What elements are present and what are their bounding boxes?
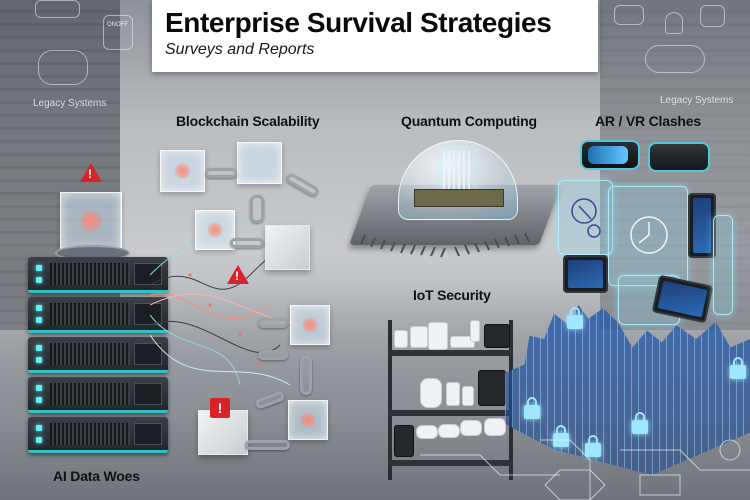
lock-icon — [730, 357, 746, 379]
chain-link-icon — [300, 355, 312, 395]
wifi-router-icon — [450, 336, 475, 348]
lock-icon — [585, 435, 601, 457]
blockchain-block-icon — [160, 150, 205, 192]
security-camera-icon — [438, 424, 460, 438]
iot-hub-icon — [410, 326, 428, 348]
ar-vr-clashes-label: AR / VR Clashes — [595, 113, 701, 129]
network-graph-icon — [571, 198, 601, 238]
warning-icon: ! — [227, 265, 249, 284]
legacy-device-outline-icon — [35, 0, 80, 18]
smart-speaker-icon — [420, 378, 442, 408]
hologram-network-panel — [558, 180, 613, 255]
hologram-clock-panel — [608, 186, 688, 286]
iot-sensor-icon — [462, 386, 474, 406]
ai-glass-cube-icon — [60, 192, 122, 250]
tablet-device-icon — [563, 255, 608, 293]
iot-hub-icon — [394, 425, 414, 457]
page-title: Enterprise Survival Strategies — [165, 7, 552, 38]
wifi-router-icon — [428, 322, 448, 350]
blockchain-block-icon — [265, 225, 310, 270]
security-camera-icon — [446, 382, 460, 406]
iot-hub-icon — [478, 370, 506, 406]
title-card: Enterprise Survival Strategies Surveys a… — [152, 0, 598, 72]
iot-security-label: IoT Security — [413, 287, 491, 303]
quantum-circuit-board-icon — [414, 189, 504, 207]
security-camera-icon — [460, 420, 482, 436]
chain-link-icon — [284, 171, 321, 199]
legacy-ghost-text: ONOFF — [107, 22, 128, 28]
legacy-systems-label-right: Legacy Systems — [660, 95, 734, 106]
blockchain-block-icon — [288, 400, 328, 440]
iot-sensor-icon — [394, 330, 408, 348]
ai-data-woes-label: AI Data Woes — [53, 468, 140, 484]
quantum-computing-label: Quantum Computing — [401, 113, 537, 129]
security-camera-icon — [484, 418, 506, 436]
nas-box-icon — [484, 324, 510, 348]
qubit-array-icon — [443, 151, 473, 191]
iot-sensor-icon — [470, 320, 480, 342]
legacy-systems-label-left: Legacy Systems — [33, 98, 107, 109]
legacy-monitor-outline-icon — [700, 5, 725, 27]
lock-icon — [567, 307, 583, 329]
security-camera-icon — [416, 425, 438, 439]
clock-icon — [630, 216, 668, 254]
legacy-device-outline-icon — [645, 45, 705, 73]
chip-pins-icon — [360, 232, 530, 258]
vr-headset-icon — [580, 140, 640, 170]
page-subtitle: Surveys and Reports — [165, 41, 315, 58]
lock-icon — [524, 397, 540, 419]
blockchain-block-icon — [237, 142, 282, 184]
chain-link-icon — [205, 168, 237, 178]
tablet-device-icon — [688, 193, 716, 258]
lock-icon — [632, 412, 648, 434]
quantum-dome-icon — [398, 140, 518, 220]
chain-link-icon — [258, 318, 288, 328]
legacy-device-outline-icon — [38, 50, 88, 85]
lock-outline-icon — [665, 12, 683, 34]
ai-server-stack-icon — [28, 245, 168, 455]
chain-link-icon — [258, 350, 288, 360]
hologram-side-panel — [713, 215, 733, 315]
warning-icon: ! — [80, 163, 102, 182]
warning-icon: ! — [210, 398, 230, 418]
blockchain-scalability-label: Blockchain Scalability — [176, 113, 320, 129]
blockchain-block-icon — [290, 305, 330, 345]
floor-circuit-diagram — [420, 439, 750, 500]
chain-link-icon — [250, 195, 264, 223]
legacy-device-outline-icon — [614, 5, 644, 25]
legacy-monitor-outline-icon: ONOFF — [103, 15, 133, 50]
vr-headset-icon — [648, 142, 710, 172]
chain-link-icon — [245, 440, 290, 450]
iot-device-shelf — [388, 320, 513, 480]
blockchain-block-icon — [195, 210, 235, 250]
chain-link-icon — [230, 238, 264, 248]
